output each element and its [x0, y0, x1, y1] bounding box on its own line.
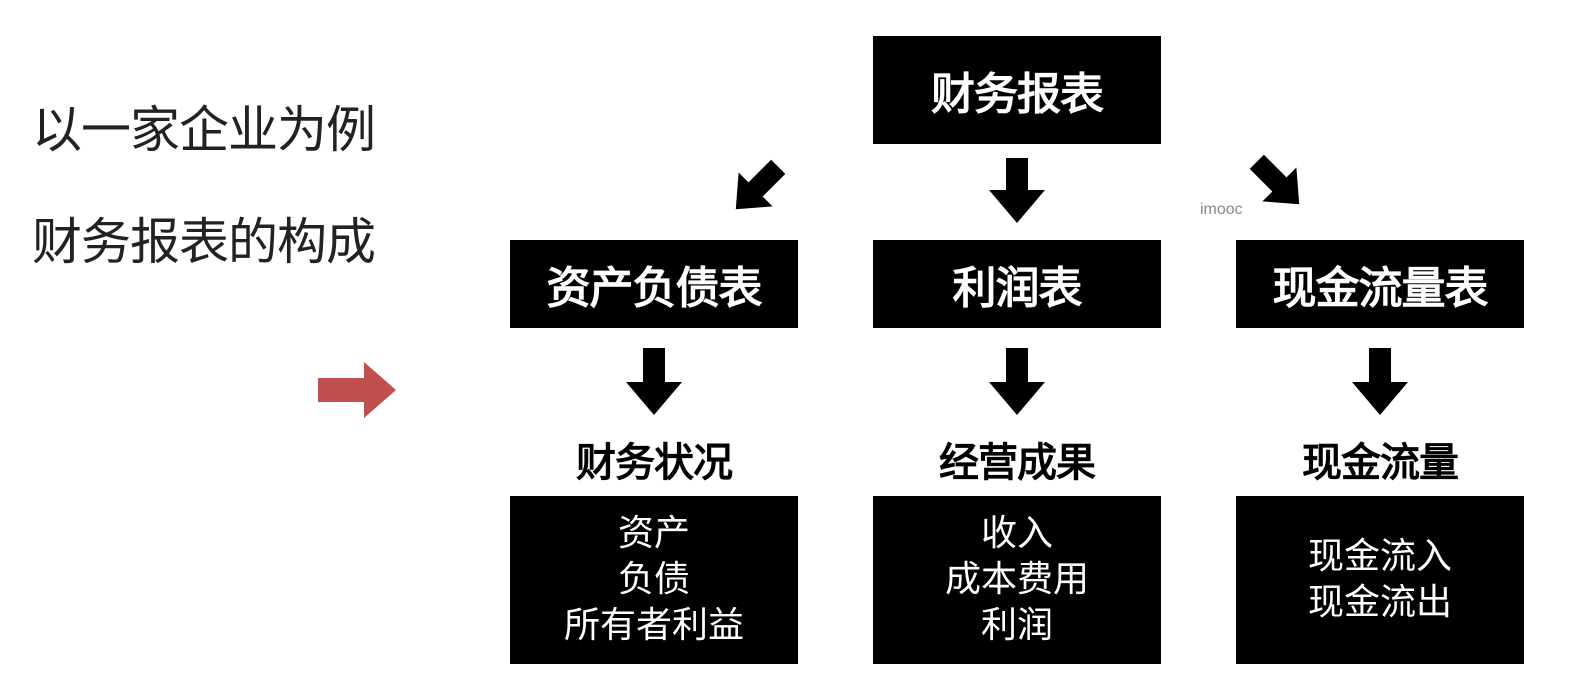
header-box-cash-flow-statement: 现金流量表: [1236, 240, 1524, 328]
arrow-down-icon: [989, 348, 1045, 415]
arrow-down-icon: [626, 348, 682, 415]
root-box-financial-statements: 财务报表: [873, 36, 1161, 144]
arrow-down-icon: [1352, 348, 1408, 415]
item-liabilities: 负债: [617, 559, 690, 600]
header-box-balance-sheet: 资产负债表: [510, 240, 798, 328]
intro-line-2: 财务报表的构成: [32, 213, 376, 271]
item-cash-inflow: 现金流入: [1307, 536, 1452, 577]
item-cash-outflow: 现金流出: [1307, 582, 1452, 623]
root-label: 财务报表: [931, 69, 1104, 120]
watermark: imooc: [1200, 201, 1243, 218]
arrow-down-center-icon: [989, 158, 1045, 223]
arrow-down-right-icon: [1249, 154, 1300, 205]
header-label: 现金流量表: [1272, 263, 1489, 314]
items-box-balance-sheet: 资产 负债 所有者利益: [510, 496, 798, 664]
item-profit: 利润: [980, 605, 1053, 646]
intro-line-1: 以一家企业为例: [32, 101, 376, 159]
item-costs-expenses: 成本费用: [944, 559, 1089, 600]
header-label: 利润表: [952, 263, 1083, 314]
caption-operating-results: 经营成果: [939, 440, 1096, 486]
item-owners-equity: 所有者利益: [563, 605, 744, 646]
items-box-cash-flow: 现金流入 现金流出: [1236, 496, 1524, 664]
item-revenue: 收入: [980, 513, 1053, 554]
item-assets: 资产: [617, 513, 690, 554]
caption-cash-flow: 现金流量: [1302, 440, 1459, 486]
header-box-income-statement: 利润表: [873, 240, 1161, 328]
arrow-down-left-icon: [735, 159, 786, 210]
items-box-income-statement: 收入 成本费用 利润: [873, 496, 1161, 664]
caption-financial-position: 财务状况: [576, 440, 733, 486]
red-pointer-arrow-icon: [318, 362, 396, 418]
header-label: 资产负债表: [546, 263, 763, 314]
